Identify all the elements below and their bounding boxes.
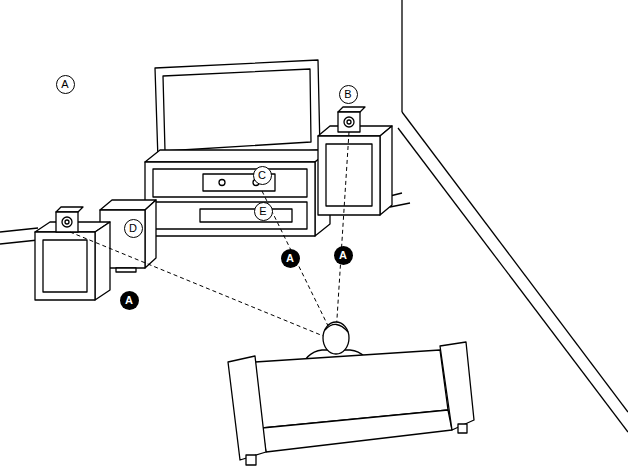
listening-line xyxy=(70,232,333,340)
speaker-stand-panel xyxy=(326,144,372,206)
receiver-unit xyxy=(200,209,292,222)
callout-letter: C xyxy=(253,166,272,185)
sofa-arm xyxy=(440,342,474,430)
wall-corner xyxy=(401,0,402,112)
speaker-driver xyxy=(219,180,225,186)
front-speaker xyxy=(338,112,360,132)
back-wall-baseboard xyxy=(0,240,38,244)
front-speaker xyxy=(56,212,78,232)
stand-shelf xyxy=(153,169,307,197)
speaker-stand xyxy=(35,232,95,300)
back-wall-baseboard xyxy=(0,228,38,232)
speaker-stand xyxy=(318,136,380,215)
subwoofer-foot xyxy=(116,268,136,272)
tv-frame xyxy=(155,60,320,160)
back-wall-baseboard xyxy=(390,203,410,207)
speaker-stand-side xyxy=(380,126,392,215)
sofa-leg xyxy=(246,455,256,465)
callout-letter: A xyxy=(56,75,75,94)
sofa-base xyxy=(262,410,452,452)
sofa-arm xyxy=(228,356,266,460)
subwoofer-side xyxy=(145,200,156,268)
listening-line xyxy=(336,132,349,334)
speaker-driver xyxy=(344,117,354,127)
speaker-driver xyxy=(62,217,72,227)
listener-hair xyxy=(325,324,348,332)
callout-letter: E xyxy=(254,202,273,221)
listener-head xyxy=(323,322,349,354)
speaker-stand-side xyxy=(95,222,110,300)
stand-front xyxy=(145,162,315,236)
callout-letter: A xyxy=(120,291,139,310)
callout-letter: B xyxy=(339,85,358,104)
speaker-driver xyxy=(347,120,351,124)
callout-letter: D xyxy=(124,219,143,238)
sofa-leg xyxy=(458,424,467,433)
listening-line xyxy=(262,191,333,336)
speaker-driver xyxy=(65,220,69,224)
stand-shelf xyxy=(153,202,307,229)
speaker-stand-panel xyxy=(43,240,87,292)
callout-letter: A xyxy=(334,246,353,265)
speaker-top xyxy=(338,107,365,112)
stand-top xyxy=(145,150,330,162)
tv-screen xyxy=(163,69,311,151)
speaker-top xyxy=(56,207,83,212)
callout-letter: A xyxy=(281,249,300,268)
